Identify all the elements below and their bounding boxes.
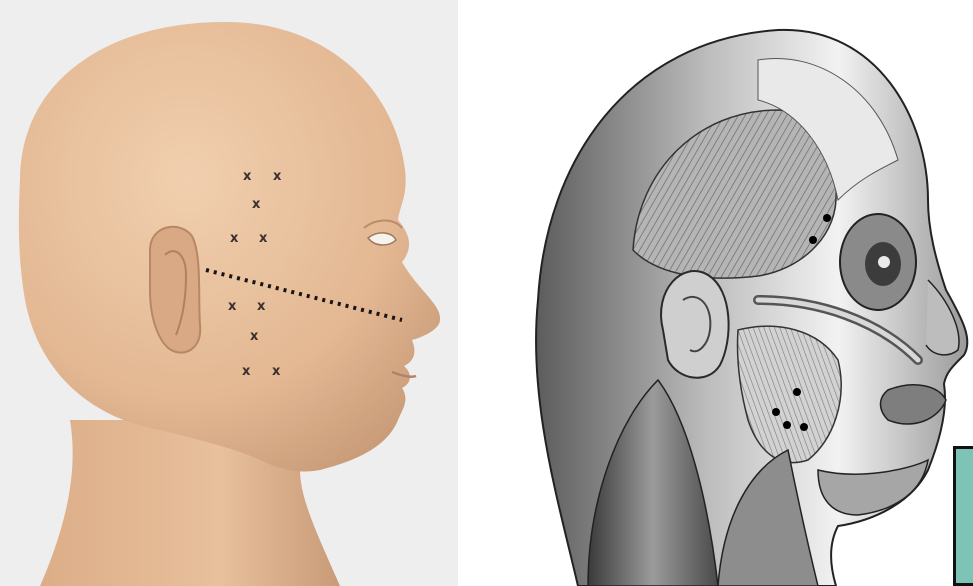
injection-mark: x [252,197,261,212]
ear-shape [150,227,200,353]
injection-mark: x [257,299,266,314]
eyeball-highlight [878,256,890,268]
injection-point [823,214,831,222]
injection-mark: x [250,329,259,344]
injection-mark: x [242,364,251,379]
injection-point [800,423,808,431]
injection-point [772,408,780,416]
anatomy-illustration-panel [458,0,973,586]
ear-illustration [661,271,729,378]
head-profile-image: x x x x x x x x x x [0,0,458,586]
head-shape [19,22,440,472]
head-photo-panel: x x x x x x x x x x [0,0,458,586]
injection-mark: x [243,169,252,184]
injection-point [783,421,791,429]
accent-box [953,446,973,586]
muscle-anatomy-image [458,0,973,586]
injection-point [793,388,801,396]
injection-mark: x [228,299,237,314]
injection-point [809,236,817,244]
injection-mark: x [230,231,239,246]
injection-mark: x [272,364,281,379]
injection-mark: x [273,169,282,184]
injection-mark: x [259,231,268,246]
